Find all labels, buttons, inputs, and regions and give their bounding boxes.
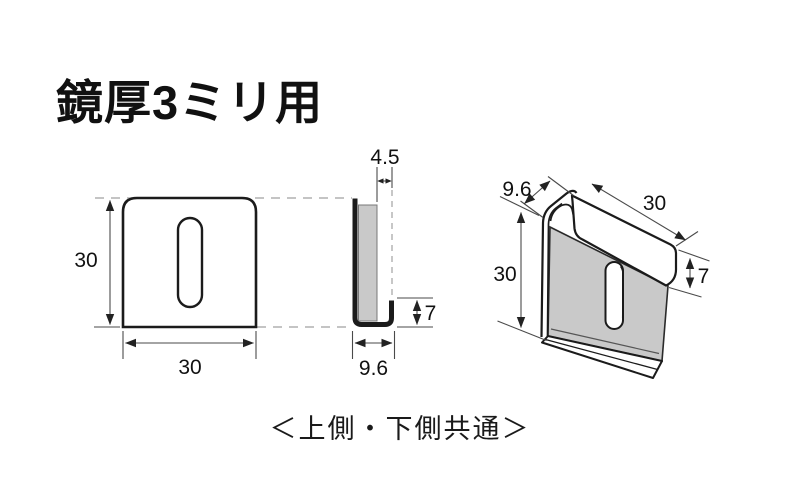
iso-depth-dim-label: 9.6 (502, 178, 531, 201)
front-view: 30 30 (74, 196, 258, 379)
iso-height-dim-label: 30 (493, 263, 516, 286)
side-lip-dimension: 7 (397, 297, 437, 328)
side-view: 4.5 7 9.6 (351, 146, 437, 380)
side-bracket-profile (352, 198, 394, 327)
usage-caption: ＜上側・下側共通＞ (269, 414, 531, 444)
side-mirror-glass (358, 204, 378, 322)
iso-slot-inner-edge (620, 266, 624, 319)
side-lip-dim-label: 7 (425, 302, 437, 325)
front-height-dimension: 30 (74, 200, 120, 328)
front-width-dimension: 30 (122, 331, 257, 379)
iso-depth-dimension: 9.6 (502, 176, 574, 218)
iso-lip-dimension: 7 (668, 249, 710, 298)
iso-lip-dim-label: 7 (698, 265, 710, 288)
diagram-title: 鏡厚3ミリ用 (56, 76, 324, 129)
side-depth-dimension: 9.6 (351, 331, 396, 380)
front-width-dim-label: 30 (178, 356, 201, 379)
isometric-view: 9.6 30 30 7 (493, 176, 710, 379)
side-depth-dim-label: 9.6 (359, 357, 388, 380)
front-slot (176, 216, 204, 309)
side-opening-dimension: 4.5 (370, 146, 400, 296)
iso-width-dimension: 30 (591, 183, 699, 247)
front-height-dim-label: 30 (74, 249, 97, 272)
iso-width-dim-label: 30 (643, 192, 666, 215)
iso-height-dimension: 30 (493, 196, 547, 342)
iso-bottom-bend-line (550, 328, 660, 355)
iso-slot (604, 261, 624, 330)
side-opening-dim-label: 4.5 (370, 146, 399, 169)
